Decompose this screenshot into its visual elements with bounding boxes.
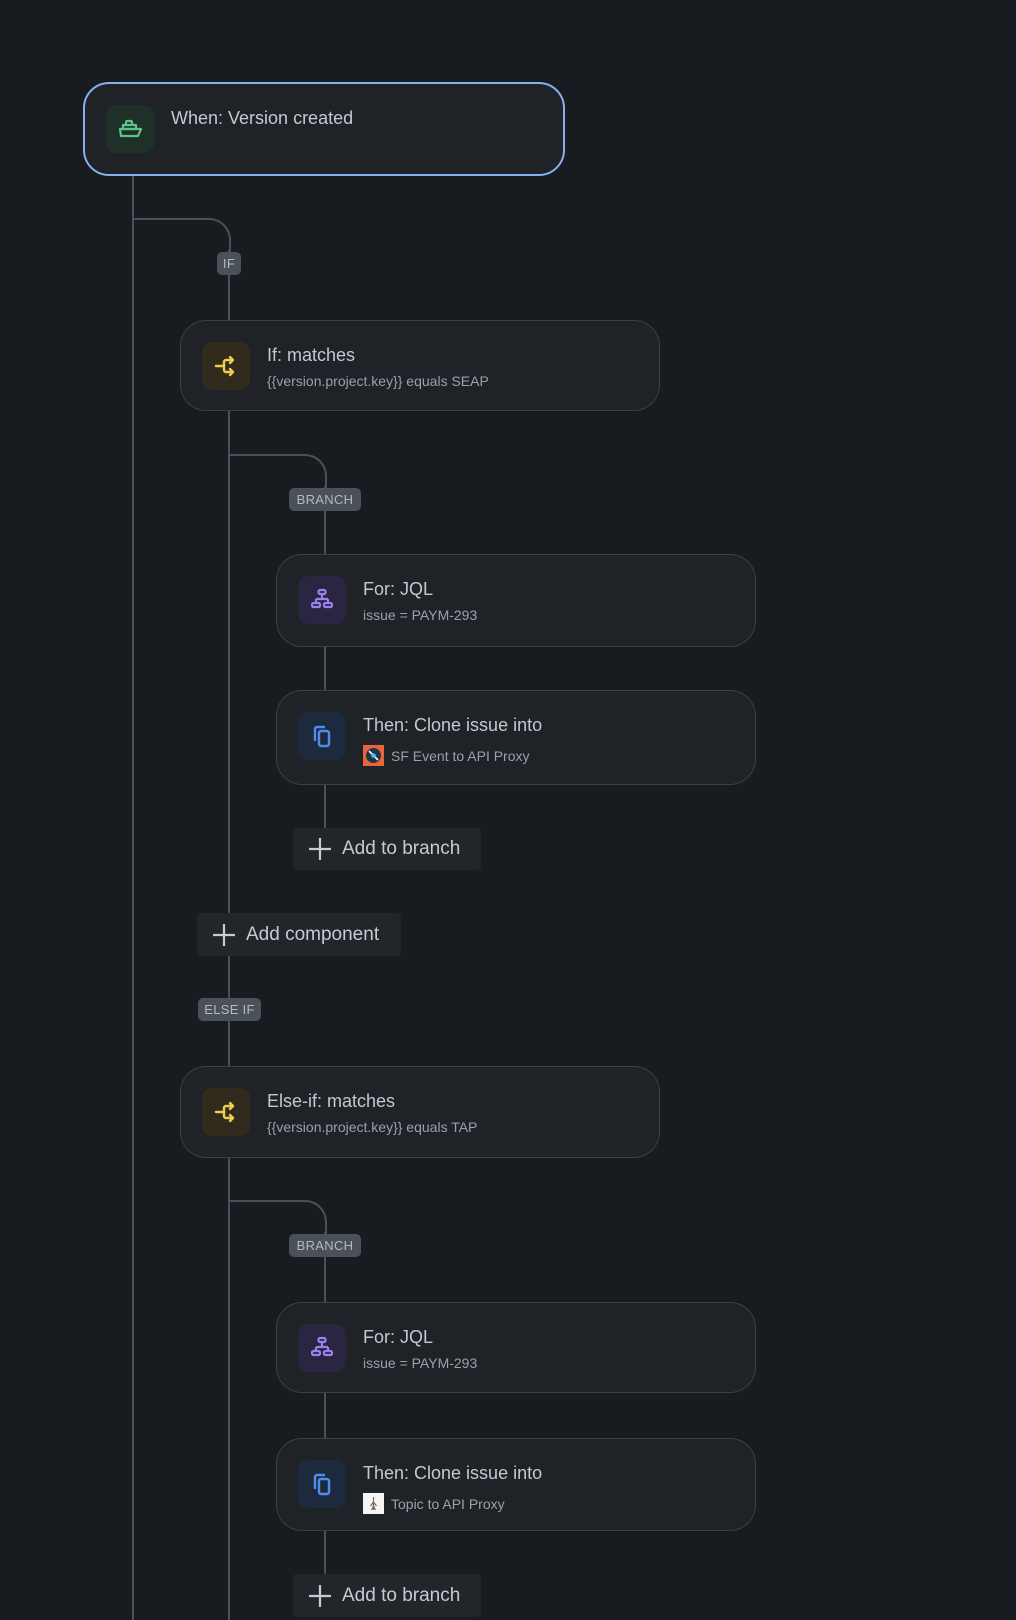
if-title: If: matches [267,345,356,365]
clone-issue-card[interactable]: Then: Clone issue into SF Event to API P… [276,690,756,785]
plus-icon [309,1584,331,1607]
add-component-label: Add component [246,923,380,945]
then-subtitle-row: SF Event to API Proxy [363,745,530,766]
branch-badge: BRANCH [289,1234,361,1257]
for-subtitle: issue = PAYM-293 [363,607,478,623]
main-connector-line [132,176,134,1620]
for-jql-card[interactable]: For: JQL issue = PAYM-293 [276,554,756,647]
for-title: For: JQL [363,579,434,599]
branch-line-1 [324,486,326,828]
project-avatar-icon [363,1493,384,1514]
add-to-branch-button[interactable]: Add to branch [293,828,481,870]
branch-line-2 [324,1232,326,1574]
trigger-title: When: Version created [171,108,354,128]
plus-icon [309,838,331,860]
then-subtitle-row: Topic to API Proxy [363,1493,505,1514]
add-to-branch-button[interactable]: Add to branch [293,1574,481,1617]
ship-icon [106,105,154,153]
add-component-button[interactable]: Add component [197,913,401,956]
if-condition-card[interactable]: If: matches {{version.project.key}} equa… [180,320,660,411]
plus-icon [213,923,235,946]
then-subtitle: Topic to API Proxy [391,1495,505,1512]
for-jql-card[interactable]: For: JQL issue = PAYM-293 [276,1302,756,1393]
branch-connector-1 [229,454,303,456]
copy-icon [298,1460,346,1508]
copy-icon [298,712,346,760]
for-subtitle: issue = PAYM-293 [363,1355,478,1371]
hierarchy-icon [298,576,346,624]
if-connector-down [228,250,230,320]
if-connector [133,218,207,220]
if-subtitle: {{version.project.key}} equals SEAP [267,373,489,389]
branch-arrows-icon [202,1088,250,1136]
trigger-card[interactable]: When: Version created [83,82,565,176]
hierarchy-icon [298,1324,346,1372]
if-connector-curve [196,218,231,252]
branch-badge: BRANCH [289,488,361,511]
add-to-branch-label: Add to branch [342,838,461,859]
then-title: Then: Clone issue into [363,1463,543,1483]
else-if-title: Else-if: matches [267,1091,396,1111]
then-subtitle: SF Event to API Proxy [391,747,530,764]
project-avatar-icon [363,745,384,766]
branch-connector-2 [229,1200,303,1202]
branch-curve-1 [292,454,327,488]
else-if-condition-card[interactable]: Else-if: matches {{version.project.key}}… [180,1066,660,1158]
add-to-branch-label: Add to branch [342,1584,461,1606]
for-title: For: JQL [363,1327,434,1347]
else-if-subtitle: {{version.project.key}} equals TAP [267,1119,478,1135]
branch-arrows-icon [202,342,250,390]
if-badge: IF [217,252,241,275]
else-if-badge: ELSE IF [198,998,261,1021]
then-title: Then: Clone issue into [363,715,543,735]
clone-issue-card[interactable]: Then: Clone issue into Topic to API Prox… [276,1438,756,1531]
branch-curve-2 [292,1200,327,1234]
